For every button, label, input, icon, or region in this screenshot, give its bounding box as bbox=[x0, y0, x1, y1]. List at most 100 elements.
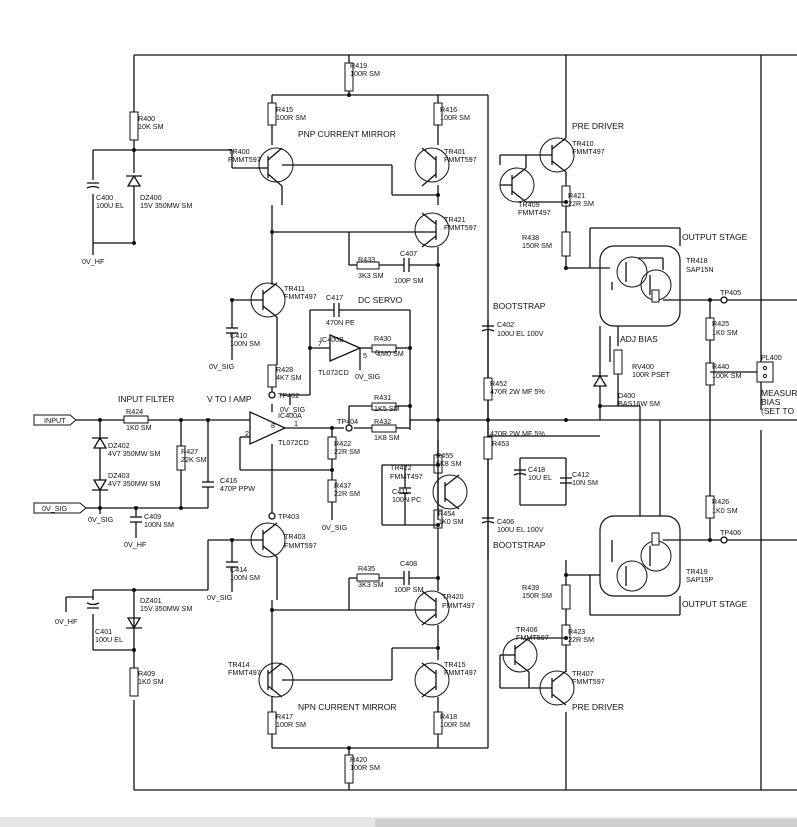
tr411-section bbox=[226, 282, 286, 365]
v-to-i-amp bbox=[239, 387, 797, 520]
pin-1: 1 bbox=[294, 419, 298, 428]
tr403-val: FMMT597 bbox=[284, 541, 317, 550]
r432-val: 1K8 SM bbox=[374, 433, 400, 442]
r417-ref: R417 bbox=[276, 712, 293, 721]
pin-8: 8 bbox=[271, 421, 275, 430]
r409-val: 1K0 SM bbox=[138, 677, 164, 686]
gnd-label-3: 0V_SIG bbox=[355, 372, 381, 381]
c402-val: 100U EL 100V bbox=[497, 329, 544, 338]
d400-ref: D400 bbox=[618, 391, 635, 400]
r455-val: 6K8 SM bbox=[436, 459, 462, 468]
c401-ref: C401 bbox=[95, 627, 112, 636]
tr422-val: FMMT497 bbox=[390, 472, 423, 481]
label-npn-mirror: NPN CURRENT MIRROR bbox=[298, 702, 397, 712]
horizontal-scrollbar[interactable] bbox=[375, 819, 797, 827]
c417-val: 470N PE bbox=[326, 318, 355, 327]
r419-ref: R419 bbox=[350, 61, 367, 70]
tp406-label: TP406 bbox=[720, 528, 741, 537]
label-v-to-i: V TO I AMP bbox=[207, 394, 252, 404]
pre-driver-top bbox=[499, 130, 610, 270]
r425-val: 1K0 SM bbox=[712, 328, 738, 337]
tr418-val: SAP15N bbox=[686, 265, 714, 274]
r435-ref: R435 bbox=[358, 564, 375, 573]
r454-val: 1K0 SM bbox=[438, 517, 464, 526]
r416-ref: R416 bbox=[440, 105, 457, 114]
r431-val: 1K5 SM bbox=[374, 404, 400, 413]
c416-val: 470P PPW bbox=[220, 484, 255, 493]
test-points bbox=[720, 296, 728, 544]
dz403-val: 4V7 350MW SM bbox=[108, 479, 160, 488]
r431-ref: R431 bbox=[374, 393, 391, 402]
dc-servo bbox=[280, 303, 412, 428]
label-dc-servo: DC SERVO bbox=[358, 295, 403, 305]
tp402-label: TP402 bbox=[278, 391, 299, 400]
tr418-ref: TR418 bbox=[686, 256, 708, 265]
c408-ref: C408 bbox=[400, 559, 417, 568]
tr407-ref: TR407 bbox=[572, 669, 594, 678]
tp405-label: TP405 bbox=[720, 288, 741, 297]
r400-val: 10K SM bbox=[138, 122, 164, 131]
c409-ref: C409 bbox=[144, 512, 161, 521]
label-bootstrap-top: BOOTSTRAP bbox=[493, 301, 546, 311]
tr403-ref: TR403 bbox=[284, 532, 306, 541]
tr414-ref: TR414 bbox=[228, 660, 250, 669]
tr421-ref: TR421 bbox=[444, 215, 466, 224]
r439-val: 150R SM bbox=[522, 591, 552, 600]
tr420-val: FMMT497 bbox=[442, 601, 475, 610]
r433-ref: R433 bbox=[358, 255, 375, 264]
r426-val: 1K0 SM bbox=[712, 506, 738, 515]
c414-ref: C414 bbox=[230, 565, 247, 574]
label-bootstrap-bottom: BOOTSTRAP bbox=[493, 540, 546, 550]
pin-6: 6 bbox=[375, 348, 379, 357]
gnd-label-4: 0V_SIG bbox=[280, 405, 306, 414]
r424-val: 1K0 SM bbox=[126, 423, 152, 432]
r452-ref: R452 bbox=[490, 379, 507, 388]
r453-val: R453 bbox=[492, 439, 509, 448]
tr409-ref: TR409 bbox=[518, 200, 540, 209]
r432-ref: R432 bbox=[374, 417, 391, 426]
r430-ref: R430 bbox=[374, 334, 391, 343]
r438-val: 150R SM bbox=[522, 241, 552, 250]
tr401-val: FMMT597 bbox=[444, 155, 477, 164]
tr419-val: SAP15P bbox=[686, 575, 713, 584]
output-stage-bottom bbox=[564, 406, 797, 616]
r420-val: 100R SM bbox=[350, 763, 380, 772]
dz400-val: 15V 350MW SM bbox=[140, 201, 192, 210]
tr411-ref: TR411 bbox=[284, 284, 305, 293]
c400-val: 100U EL bbox=[96, 201, 124, 210]
c406-val: 100U EL 100V bbox=[497, 525, 544, 534]
c411-ref: C411 bbox=[392, 487, 409, 496]
c417-ref: C417 bbox=[326, 293, 343, 302]
tr409-val: FMMT497 bbox=[518, 208, 551, 217]
pin-5: 5 bbox=[363, 351, 367, 360]
c414-val: 100N SM bbox=[230, 573, 260, 582]
tr407-val: FMMT597 bbox=[572, 677, 605, 686]
ic400a-ref: IC400A bbox=[278, 411, 302, 420]
tr422-ref: TR422 bbox=[390, 463, 412, 472]
c407-val: 100P SM bbox=[394, 276, 423, 285]
r416-val: 100R SM bbox=[440, 113, 470, 122]
label-input-filter: INPUT FILTER bbox=[118, 394, 174, 404]
gnd-label-9: 0V_SIG bbox=[207, 593, 233, 602]
output-stage-top bbox=[589, 227, 797, 540]
tp404-label: TP404 bbox=[337, 417, 358, 426]
rv400-val: 100R PSET bbox=[632, 370, 671, 379]
r433-val: 3K3 SM bbox=[358, 271, 384, 280]
dz400-ref: DZ400 bbox=[140, 193, 162, 202]
r421-val: 22R SM bbox=[568, 199, 594, 208]
pin-2: 2 bbox=[245, 429, 249, 438]
r424-ref: R424 bbox=[126, 407, 143, 416]
tr415-ref: TR415 bbox=[444, 660, 466, 669]
r425-ref: R425 bbox=[712, 319, 729, 328]
c412-ref: C412 bbox=[572, 470, 589, 479]
label-measure-3: (SET TO bbox=[761, 406, 794, 416]
r421-ref: R421 bbox=[568, 191, 585, 200]
supply-rails bbox=[133, 54, 797, 791]
c412-val: 10N SM bbox=[572, 478, 598, 487]
r453-ref: 470R 2W MF 5% bbox=[490, 429, 545, 438]
lower-bias-network bbox=[65, 522, 286, 690]
bootstrap-vbe bbox=[381, 320, 600, 560]
c406-ref: C406 bbox=[497, 517, 514, 526]
gnd-label-5: 0V_SIG bbox=[88, 515, 114, 524]
upper-bias-network bbox=[86, 140, 256, 255]
